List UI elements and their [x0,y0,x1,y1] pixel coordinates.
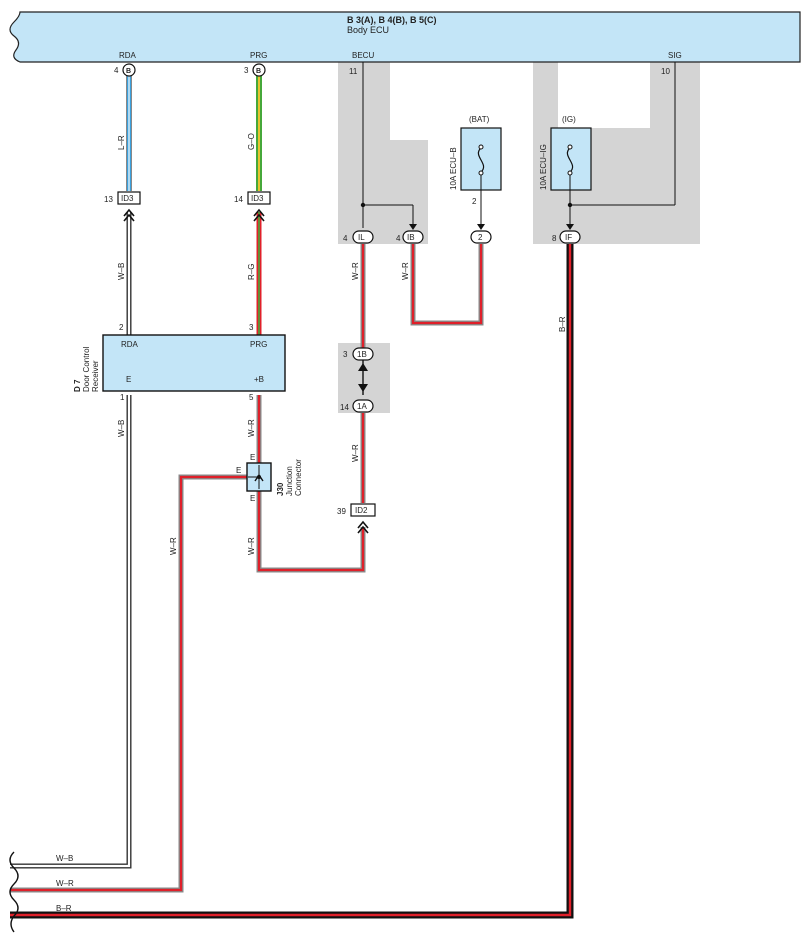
arrow-heads [409,224,574,230]
wire-label-br-bottom: B–R [56,904,72,913]
wire-label-wr-3: W–R [169,537,178,555]
wire-label-lr: L–R [117,135,126,150]
wire-label-wr-6: W–R [401,262,410,280]
pin-num-prg: 3 [244,66,249,75]
connector-2: 2 [470,230,492,244]
pin-label-sig: SIG [668,51,682,60]
wire-wr-junction-id2 [256,490,366,573]
wire-wb-ground [10,395,132,869]
fuse-ecu-b: (BAT) 10A ECU–B 2 [449,115,502,206]
connector-id3-right: 14 ID3 [234,191,271,222]
conn-label: IF [565,233,572,242]
connector-il: 4 IL [343,230,374,244]
receiver-pin-num-b: 5 [249,393,254,402]
pin-label-prg: PRG [250,51,267,60]
wire-label-wr-bottom: W–R [56,879,74,888]
receiver-pin-num-prg: 3 [249,323,254,332]
fuse-icon [477,147,485,173]
receiver-pin-b: +B [254,375,264,384]
junction-connector: E E E J30 Junction Connector [236,453,303,503]
pin-conn-prg: B [256,68,261,75]
wire-label-wb-1: W–B [117,263,126,280]
junction-id: J30 [276,482,285,496]
fuse-name: 10A ECU–B [449,147,458,190]
junction-name-1: Junction [285,466,294,496]
body-ecu-box: B 3(A), B 4(B), B 5(C) Body ECU RDA PRG … [9,11,801,63]
fuse-source: (BAT) [469,115,490,124]
ecu-name: Body ECU [347,25,389,35]
pin-conn-rda: B [126,68,131,75]
shaded-areas [338,62,700,413]
ecu-pin-rda: 4 B [114,63,136,77]
wire-label-wr-5: W–R [351,444,360,462]
receiver-pin-num-e: 1 [120,393,125,402]
fuse-name: 10A ECU–IG [539,144,548,190]
fuse-ecu-ig: (IG) 10A ECU–IG [539,115,592,191]
receiver-pin-num-rda: 2 [119,323,124,332]
receiver-pin-prg: PRG [250,340,267,349]
connector-id2: 39 ID2 [337,503,376,534]
wire-label-wb-bottom: W–B [56,854,73,863]
fuse-icon [566,147,574,173]
conn-label: ID3 [121,194,134,203]
connector-id3-left: 13 ID3 [104,191,141,222]
conn-num-1b: 3 [343,350,348,359]
conn-label: 2 [478,233,483,242]
wire-wr-ib [410,244,484,326]
conn-num: 14 [234,195,243,204]
pin-label-rda: RDA [119,51,137,60]
conn-label: IB [407,233,415,242]
wire-label-wb-2: W–B [117,420,126,437]
internal-lines [247,62,676,490]
conn-label-1b: 1B [357,350,367,359]
wire-labels: L–R G–O W–B R–G W–B W–R W–R W–R W–R W–R … [56,133,567,913]
conn-label: ID2 [355,506,368,515]
wire-break-marks [9,851,19,933]
ecu-ids: B 3(A), B 4(B), B 5(C) [347,15,437,25]
wire-label-wr-4: W–R [351,262,360,280]
receiver-pin-e: E [126,375,131,384]
pin-num-rda: 4 [114,66,119,75]
conn-label: IL [358,233,365,242]
conn-num-1a: 14 [340,403,349,412]
conn-num: 39 [337,507,346,516]
conn-num: 8 [552,234,557,243]
junction-e-top: E [250,453,255,462]
pin-num-becu: 11 [349,67,358,76]
connector-if: 8 IF [552,230,581,244]
conn-num: 4 [343,234,348,243]
junction-name-2: Connector [294,459,303,496]
receiver-pin-rda: RDA [121,340,139,349]
junction-e-bottom: E [250,494,255,503]
door-control-receiver: 2 3 RDA PRG E +B 1 5 D 7 Door Control Re… [73,323,286,402]
wire-label-br: B–R [558,316,567,332]
wire-wr-left [10,474,247,893]
receiver-name-2: Receiver [91,360,100,392]
conn-label: ID3 [251,194,264,203]
pin-num-sig: 10 [661,67,670,76]
conn-num: 4 [396,234,401,243]
pin-label-becu: BECU [352,51,374,60]
ecu-pin-prg: 3 B [244,63,266,77]
wire-label-rg: R–G [247,264,256,280]
wire-label-wr-1: W–R [247,419,256,437]
connector-ib: 4 IB [396,230,424,244]
connector-1b-1a: 3 1B 14 1A [340,347,374,413]
conn-label-1a: 1A [357,402,367,411]
fuse-pin: 2 [472,197,477,206]
junction-e-left: E [236,466,241,475]
receiver-id: D 7 [73,379,82,392]
receiver-name-1: Door Control [82,346,91,392]
wire-br [10,244,574,919]
wire-label-go: G–O [247,133,256,150]
fuse-source: (IG) [562,115,576,124]
wire-label-wr-2: W–R [247,537,256,555]
conn-num: 13 [104,195,113,204]
